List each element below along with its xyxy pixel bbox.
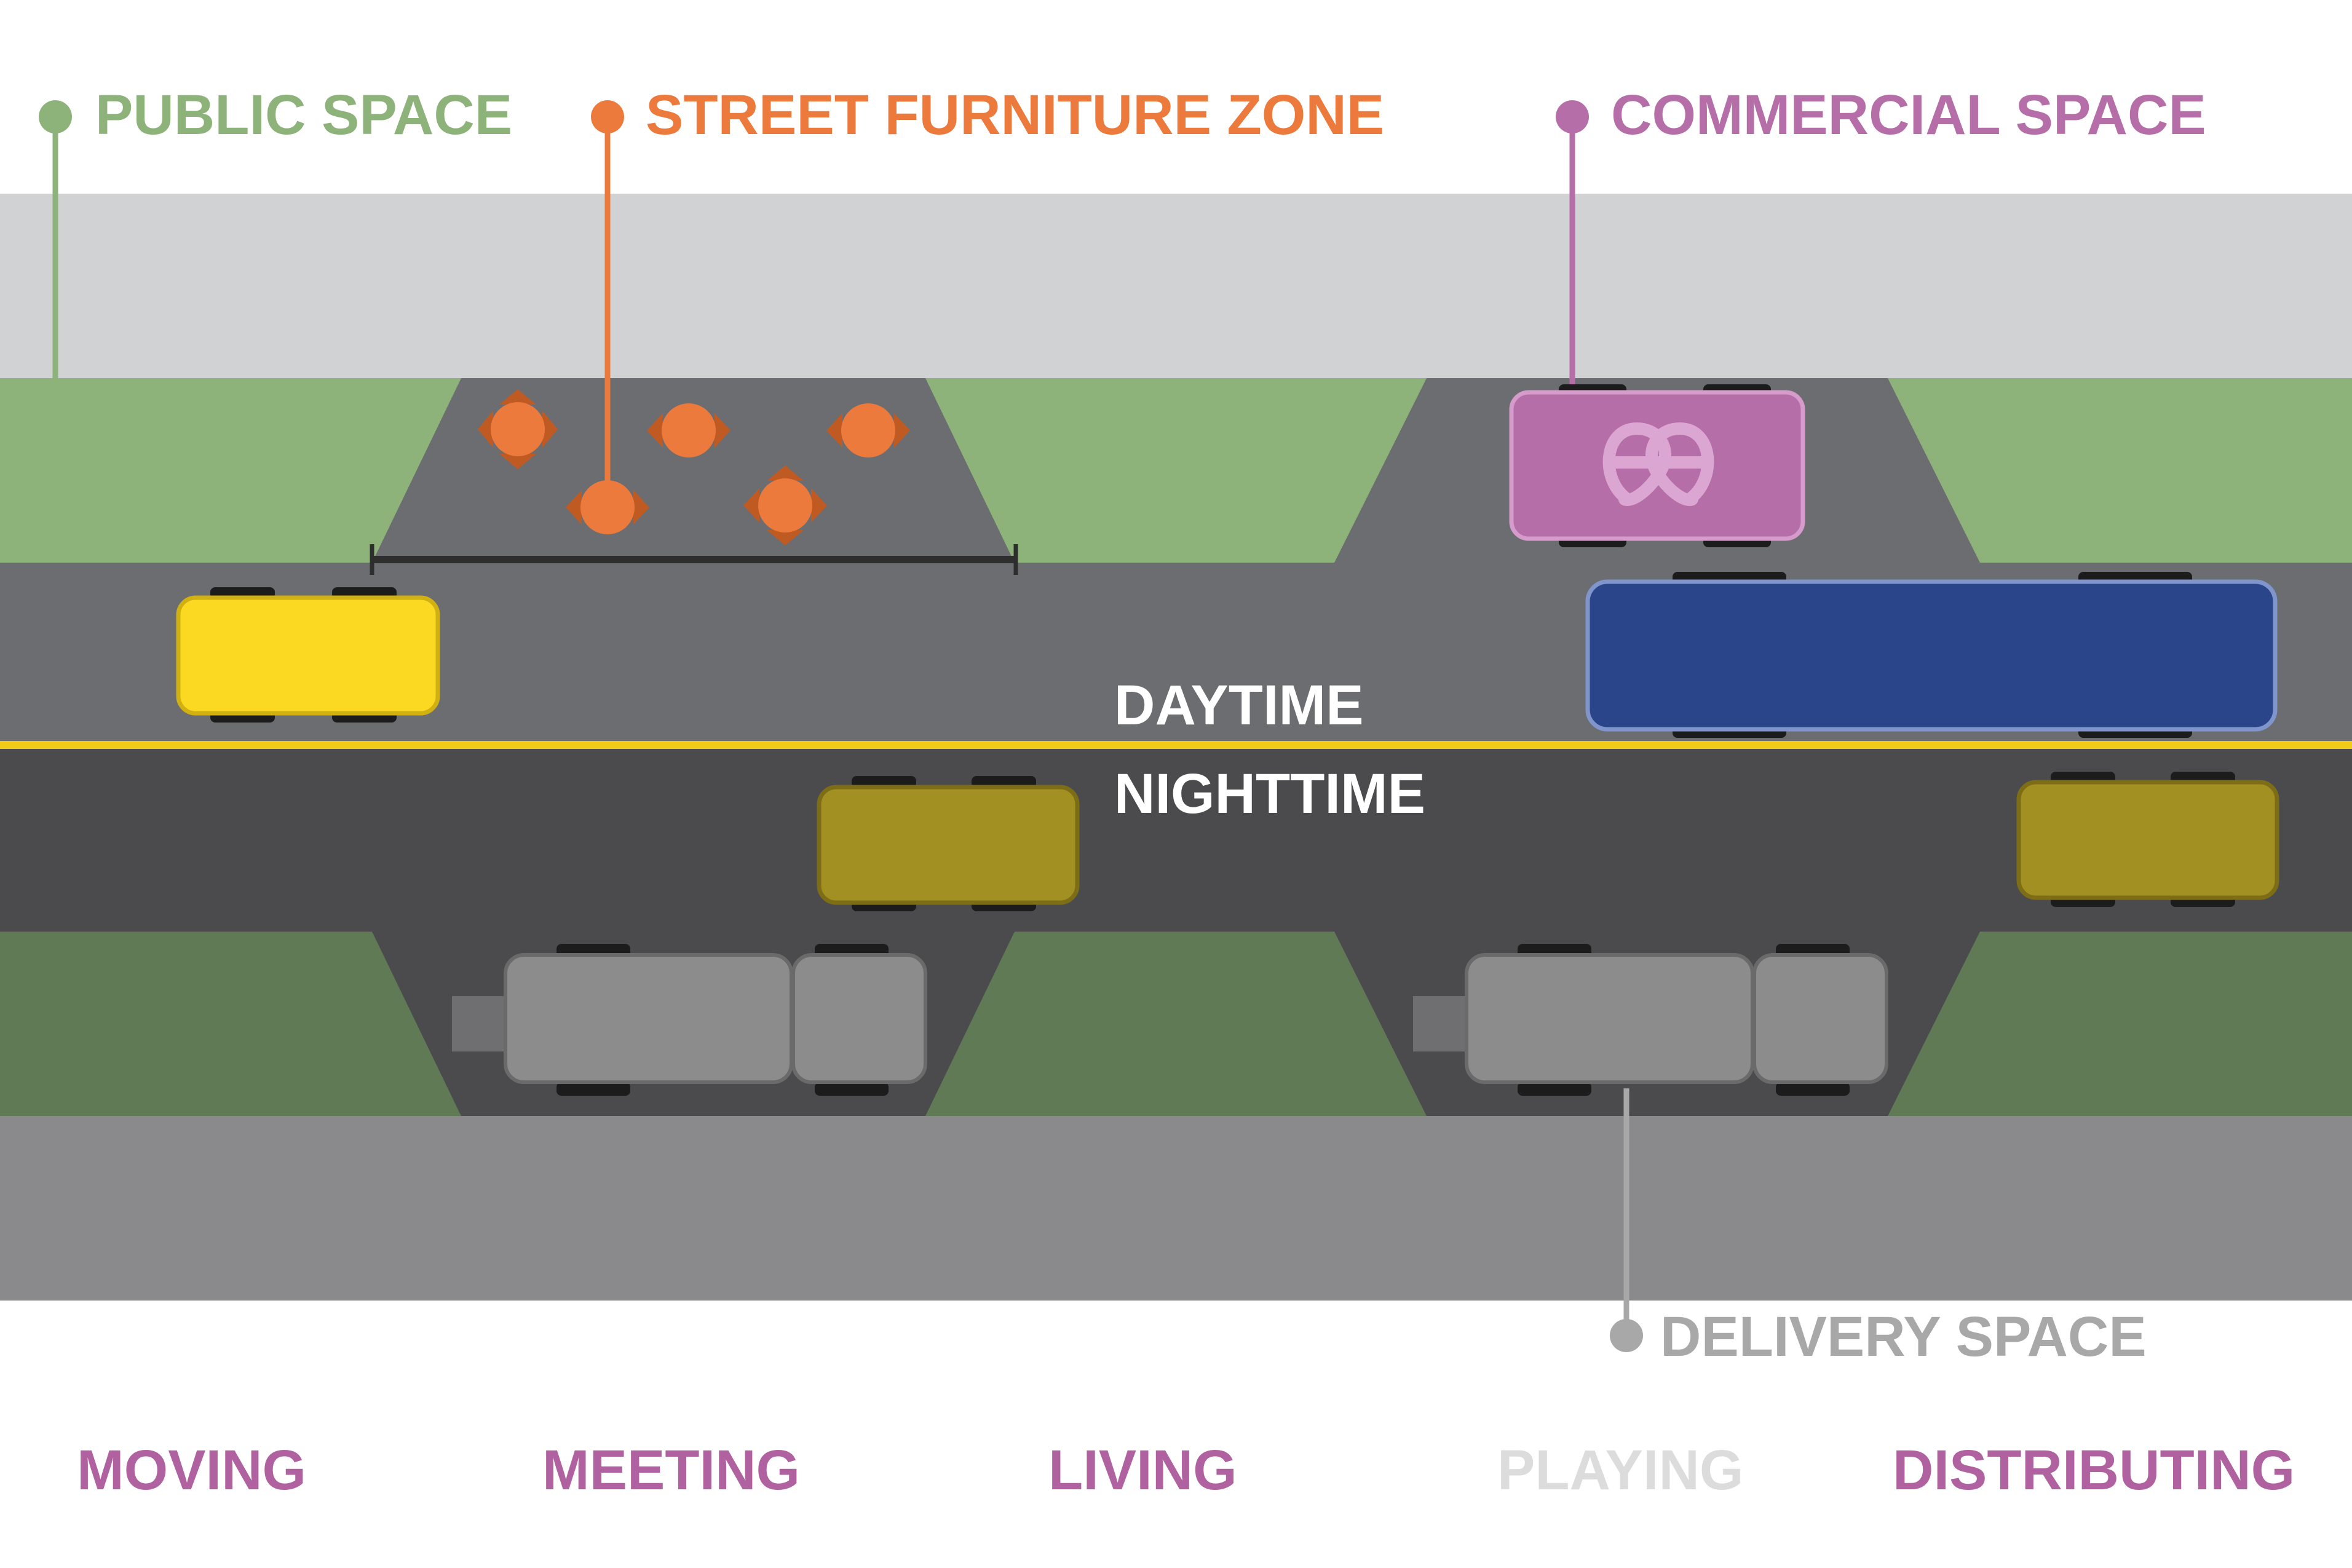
footer-playing: PLAYING <box>1497 1439 1743 1502</box>
delivery-space-label: DELIVERY SPACE <box>1660 1305 2147 1368</box>
commercial-space-label: COMMERCIAL SPACE <box>1611 84 2206 146</box>
footer-moving: MOVING <box>77 1439 306 1502</box>
top-planting-strip <box>0 378 2352 563</box>
delivery-space-dot <box>1610 1319 1643 1352</box>
center-line <box>0 741 2352 749</box>
taxi-daytime <box>176 587 440 723</box>
table-and-chairs <box>478 389 910 545</box>
top-sidewalk <box>0 194 2352 378</box>
street-furniture-dot <box>591 100 624 133</box>
public-space-dot <box>39 100 72 133</box>
bus-daytime <box>1585 572 2278 738</box>
commercial-space-dot <box>1556 100 1589 133</box>
public-space-label: PUBLIC SPACE <box>95 84 512 146</box>
footer-living: LIVING <box>1048 1439 1237 1502</box>
parklet-dimension-bar <box>370 544 1018 575</box>
daytime-label: DAYTIME <box>1114 674 1364 737</box>
bottom-sidewalk <box>0 1116 2352 1301</box>
food-truck <box>1509 384 1805 547</box>
nighttime-label: NIGHTTIME <box>1114 762 1425 825</box>
pretzel-icon <box>1602 422 1714 506</box>
bottom-planting-strip <box>0 932 2352 1116</box>
taxi-nighttime-right <box>2016 772 2279 907</box>
taxi-nighttime-left <box>817 776 1080 911</box>
nighttime-lane <box>0 749 2352 932</box>
delivery-truck-right <box>1413 944 1888 1096</box>
footer-distributing: DISTRIBUTING <box>1893 1439 2295 1502</box>
street-furniture-zone-label: STREET FURNITURE ZONE <box>646 84 1384 146</box>
footer-meeting: MEETING <box>542 1439 800 1502</box>
delivery-truck-left <box>452 944 927 1096</box>
